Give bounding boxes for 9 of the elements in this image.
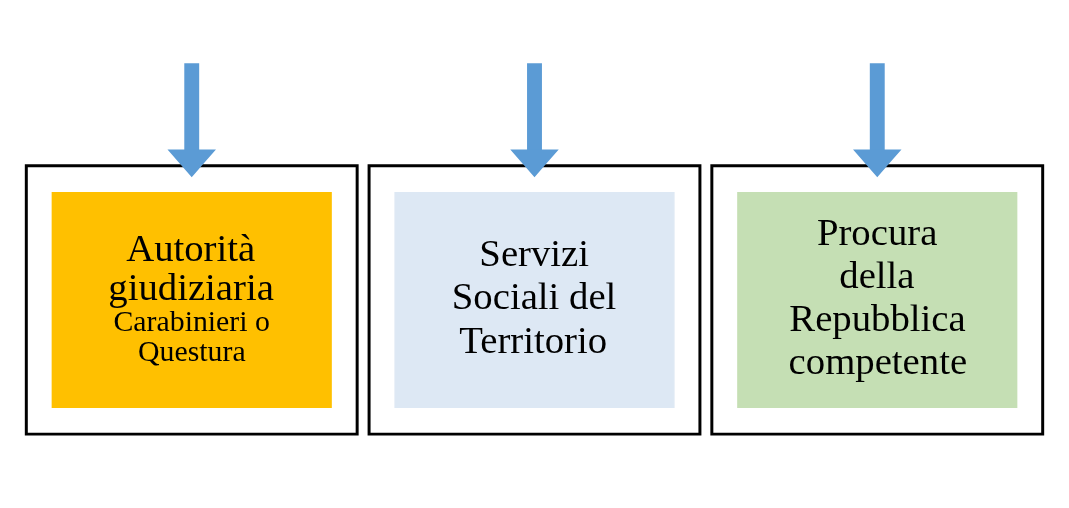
arrow — [853, 63, 902, 178]
node-box: Servizi Sociali del Territorio — [394, 191, 675, 409]
arrow — [167, 63, 216, 178]
arrow — [510, 63, 559, 178]
node-box: Procura della Repubblica competente — [737, 191, 1018, 409]
cluster — [367, 164, 702, 436]
node-box: Autorità giudiziaria Carabinieri o Questura — [51, 191, 332, 409]
cluster — [710, 164, 1045, 436]
cluster — [24, 164, 359, 436]
